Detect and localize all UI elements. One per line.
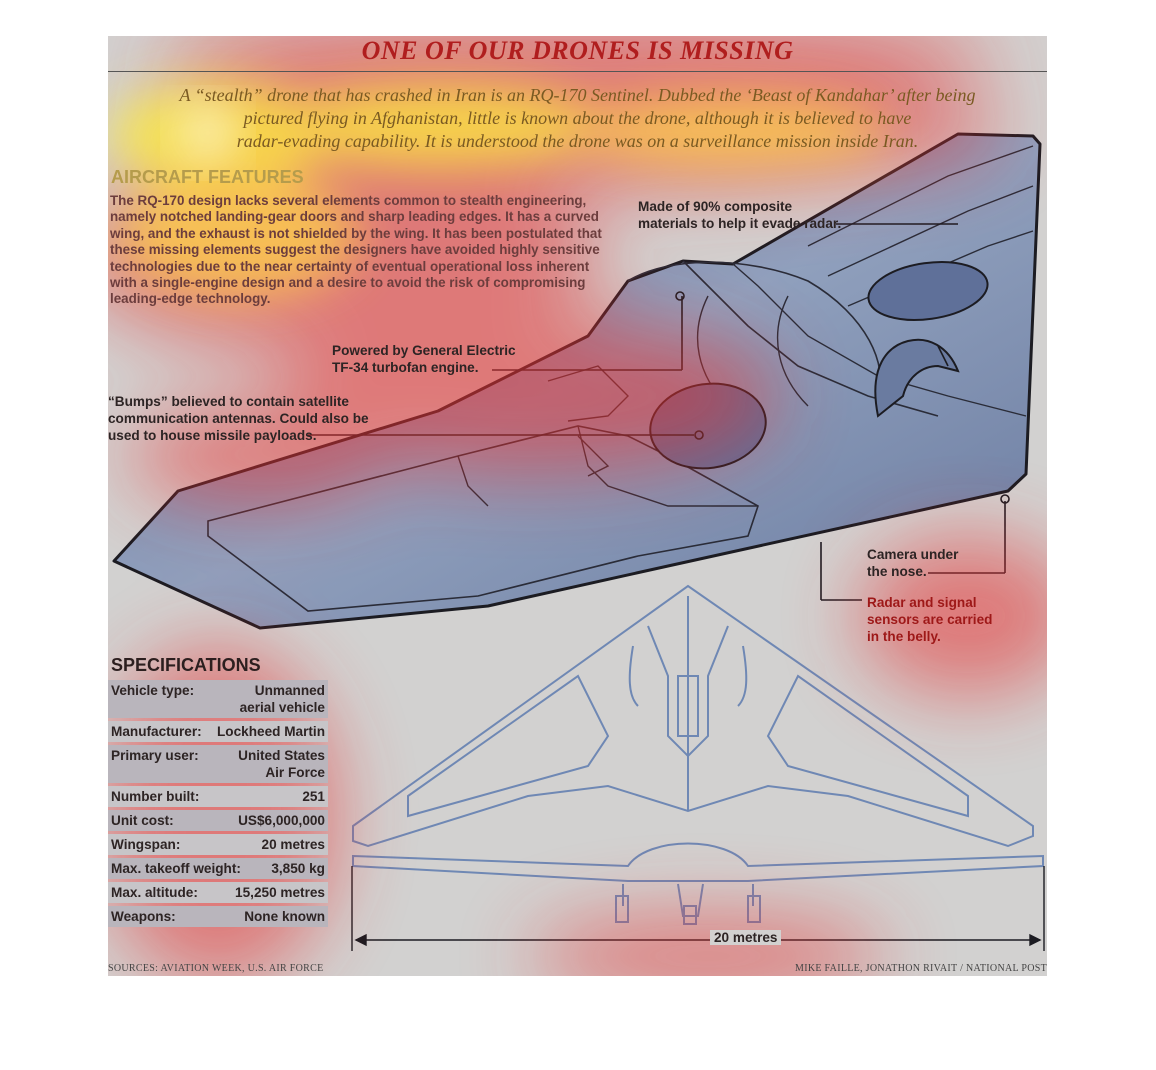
spec-value: Lockheed Martin — [216, 724, 325, 739]
callout-line: Made of 90% composite — [638, 199, 793, 214]
callout-line: communication antennas. Could also be — [108, 411, 369, 426]
title-rule — [108, 71, 1047, 72]
spec-value: 20 metres — [261, 837, 325, 852]
callout-line: TF-34 turbofan engine. — [332, 360, 479, 375]
callout-camera: Camera under the nose. — [867, 546, 958, 580]
infographic-panel: ONE OF OUR DRONES IS MISSING A “stealth”… — [108, 36, 1047, 976]
spec-label: Weapons: — [111, 909, 176, 924]
spec-row: Manufacturer: Lockheed Martin — [108, 721, 328, 742]
callout-line: used to house missile payloads. — [108, 428, 317, 443]
specifications-table: Vehicle type: Unmanned aerial vehicle Manu… — [108, 680, 328, 930]
author-credit: MIKE FAILLE, JONATHON RIVAIT / NATIONAL … — [795, 963, 1047, 974]
callout-engine: Powered by General Electric TF-34 turbof… — [332, 342, 516, 376]
callout-line: in the belly. — [867, 629, 941, 644]
spec-value: None known — [244, 909, 325, 924]
spec-label: Max. takeoff weight: — [111, 861, 241, 876]
spec-value-line: Air Force — [265, 765, 325, 780]
spec-row: Number built: 251 — [108, 786, 328, 807]
callout-line: sensors are carried — [867, 612, 993, 627]
callout-radar: Radar and signal sensors are carried in … — [867, 594, 992, 645]
callout-line: the nose. — [867, 564, 927, 579]
callout-bumps: “Bumps” believed to contain satellite co… — [108, 393, 369, 444]
callout-line: Powered by General Electric — [332, 343, 516, 358]
callout-composite: Made of 90% composite materials to help … — [638, 198, 841, 232]
spec-label: Vehicle type: — [111, 683, 195, 698]
spec-value-line: aerial vehicle — [239, 700, 325, 715]
page-title: ONE OF OUR DRONES IS MISSING — [361, 36, 794, 65]
sources-credit: SOURCES: AVIATION WEEK, U.S. AIR FORCE — [108, 963, 324, 974]
spec-row: Max. takeoff weight: 3,850 kg — [108, 858, 328, 879]
spec-value: 251 — [302, 789, 325, 804]
spec-label: Unit cost: — [111, 813, 174, 828]
intro-line: radar-evading capability. It is understo… — [236, 131, 919, 151]
spec-value: 15,250 metres — [235, 885, 325, 900]
spec-value: 3,850 kg — [271, 861, 325, 876]
intro-text: A “stealth” drone that has crashed in Ir… — [108, 84, 1047, 153]
spec-label: Manufacturer: — [111, 724, 202, 739]
intro-line: pictured flying in Afghanistan, little i… — [243, 108, 912, 128]
satellite-bump-rear — [867, 261, 989, 321]
callout-line: Radar and signal — [867, 595, 977, 610]
blueprint-front-view — [352, 842, 1044, 925]
spec-value-line: Unmanned — [254, 683, 325, 698]
wingspan-dimension-label: 20 metres — [710, 930, 782, 945]
blueprint-top-view — [352, 584, 1034, 848]
spec-row: Wingspan: 20 metres — [108, 834, 328, 855]
spec-label: Number built: — [111, 789, 200, 804]
spec-value: US$6,000,000 — [238, 813, 325, 828]
callout-line: materials to help it evade radar. — [638, 216, 842, 231]
specifications-heading: SPECIFICATIONS — [111, 655, 261, 675]
spec-label: Primary user: — [111, 748, 199, 763]
spec-row: Unit cost: US$6,000,000 — [108, 810, 328, 831]
features-heading: AIRCRAFT FEATURES — [111, 167, 304, 187]
dimension-line — [351, 866, 1045, 951]
spec-row: Max. altitude: 15,250 metres — [108, 882, 328, 903]
exhaust — [874, 338, 960, 418]
callout-line: “Bumps” believed to contain satellite — [108, 394, 349, 409]
spec-label: Wingspan: — [111, 837, 181, 852]
callout-line: Camera under — [867, 547, 959, 562]
spec-value-line: United States — [238, 748, 325, 763]
features-text: The RQ-170 design lacks several elements… — [110, 193, 602, 307]
spec-row: Vehicle type: Unmanned aerial vehicle — [108, 680, 328, 718]
spec-row: Weapons: None known — [108, 906, 328, 927]
spec-label: Max. altitude: — [111, 885, 198, 900]
intro-line: A “stealth” drone that has crashed in Ir… — [179, 85, 976, 105]
spec-value: Unmanned aerial vehicle — [240, 682, 325, 716]
